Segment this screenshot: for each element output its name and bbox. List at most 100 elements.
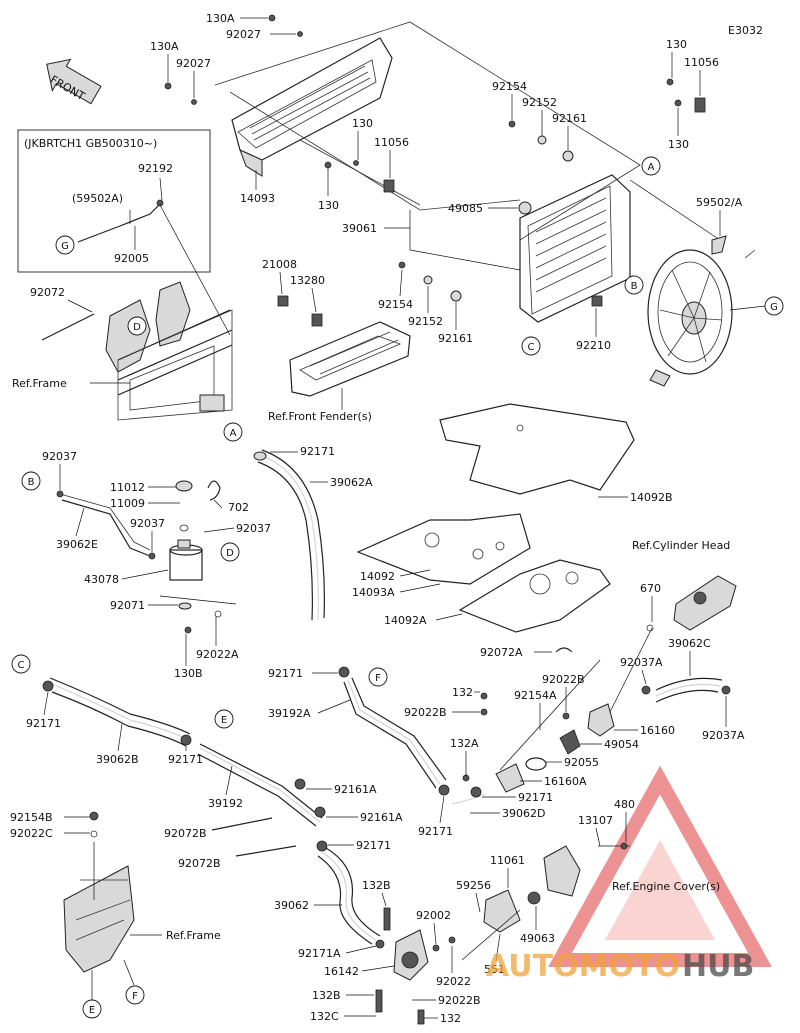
radiator: [518, 174, 631, 323]
label-130-3: 130: [666, 38, 687, 51]
callout-b-hose: B: [21, 471, 41, 491]
label-92171-3: 92171: [168, 753, 203, 766]
label-92154-1: 92154: [492, 80, 527, 93]
label-92171-2: 92171: [26, 717, 61, 730]
callout-c-radiator: C: [521, 336, 541, 356]
label-92171-7: 92171: [356, 839, 391, 852]
callout-c-hose: C: [11, 654, 31, 674]
label-14093a: 14093A: [352, 586, 395, 599]
callout-g-fan: G: [764, 296, 784, 316]
label-92154-2: 92154: [378, 298, 413, 311]
label-92022a: 92022A: [196, 648, 239, 661]
cooling-fan: [647, 235, 766, 387]
ref-engine-cover: Ref.Engine Cover(s): [612, 880, 720, 893]
label-16160a: 16160A: [544, 775, 587, 788]
label-14093: 14093: [240, 192, 275, 205]
label-16160: 16160: [640, 724, 675, 737]
label-92037-2: 92037: [130, 517, 165, 530]
label-11009: 11009: [110, 497, 145, 510]
label-92022b-1: 92022B: [404, 706, 447, 719]
heat-insulator-14092b: [439, 403, 635, 495]
label-92171a: 92171A: [298, 947, 341, 960]
label-92022b-3: 92022B: [438, 994, 481, 1007]
label-92037-3: 92037: [236, 522, 271, 535]
svg-text:A: A: [230, 428, 237, 439]
label-92027-1: 92027: [226, 28, 261, 41]
svg-text:E: E: [221, 715, 227, 726]
water-pump: [393, 929, 429, 981]
hose-39062d: [451, 793, 487, 805]
front-fender-panel: [289, 321, 411, 397]
callout-a-top: A: [641, 156, 661, 176]
label-92171-1: 92171: [300, 445, 335, 458]
reservoir-tank: [169, 480, 203, 610]
label-92027-2: 92027: [176, 57, 211, 70]
serial-box-label-92005: 92005: [114, 252, 149, 265]
label-92072a: 92072A: [480, 646, 523, 659]
label-39192: 39192: [208, 797, 243, 810]
serial-box-title: (JKBRTCH1 GB500310~): [24, 137, 157, 150]
label-21008: 21008: [262, 258, 297, 271]
label-92022c: 92022C: [10, 827, 53, 840]
radiator-shroud: [231, 37, 393, 177]
label-59502a: 59502/A: [696, 196, 743, 209]
label-92152-2: 92152: [408, 315, 443, 328]
label-92037-1: 92037: [42, 450, 77, 463]
label-49085: 49085: [448, 202, 483, 215]
callout-b-radiator: B: [624, 275, 644, 295]
svg-text:D: D: [226, 548, 234, 559]
svg-text:B: B: [28, 477, 35, 488]
callout-d-tank: D: [220, 542, 240, 562]
pipe-39192: [199, 747, 321, 823]
label-49054: 49054: [604, 738, 639, 751]
pump-housing-13107: [543, 845, 581, 897]
label-11056-2: 11056: [684, 56, 719, 69]
svg-text:F: F: [375, 673, 381, 684]
label-11056-1: 11056: [374, 136, 409, 149]
hose-39062c: [655, 683, 721, 697]
label-130b: 130B: [174, 667, 203, 680]
hose-39062a: [261, 455, 319, 621]
label-92171-6: 92171: [418, 825, 453, 838]
callout-e-frame: E: [82, 999, 102, 1019]
svg-text:E: E: [89, 1005, 95, 1016]
serial-box-label-92192: 92192: [138, 162, 173, 175]
cylinder-head-ref: [673, 575, 737, 631]
hose-39062e: [61, 499, 151, 557]
hose-39062b: [51, 683, 189, 741]
label-39062d: 39062D: [502, 807, 545, 820]
label-39192a: 39192A: [268, 707, 311, 720]
label-14092: 14092: [360, 570, 395, 583]
svg-text:G: G: [61, 241, 69, 252]
label-92037a-1: 92037A: [620, 656, 663, 669]
callout-f-frame: F: [125, 985, 145, 1005]
hose-39062: [321, 851, 377, 941]
label-92161-1: 92161: [552, 112, 587, 125]
label-92161a-2: 92161A: [360, 811, 403, 824]
label-130-2: 130: [318, 199, 339, 212]
watermark: [548, 765, 772, 967]
heat-insulator-14092: [356, 513, 531, 585]
label-92022: 92022: [436, 975, 471, 988]
impeller-cover: [483, 889, 521, 933]
callout-d-frame: D: [127, 316, 147, 336]
label-39062: 39062: [274, 899, 309, 912]
label-480: 480: [614, 798, 635, 811]
svg-text:D: D: [133, 322, 141, 333]
fan-harness-wire: [77, 203, 161, 243]
label-132b: 132B: [362, 879, 391, 892]
label-92161-2: 92161: [438, 332, 473, 345]
callout-e-pipe: E: [214, 709, 234, 729]
label-130a-2: 130A: [150, 40, 179, 53]
label-39062e: 39062E: [56, 538, 98, 551]
label-132-2: 132: [440, 1012, 461, 1025]
label-132c: 132C: [310, 1010, 339, 1023]
label-92171-5: 92171: [518, 791, 553, 804]
label-92152-1: 92152: [522, 96, 557, 109]
label-92154a: 92154A: [514, 689, 557, 702]
label-92072b-2: 92072B: [178, 857, 221, 870]
label-92171-4: 92171: [268, 667, 303, 680]
watermark-text: AUTOMOTO HUB: [486, 949, 754, 984]
cable-tie-92072b-2: [235, 845, 297, 857]
